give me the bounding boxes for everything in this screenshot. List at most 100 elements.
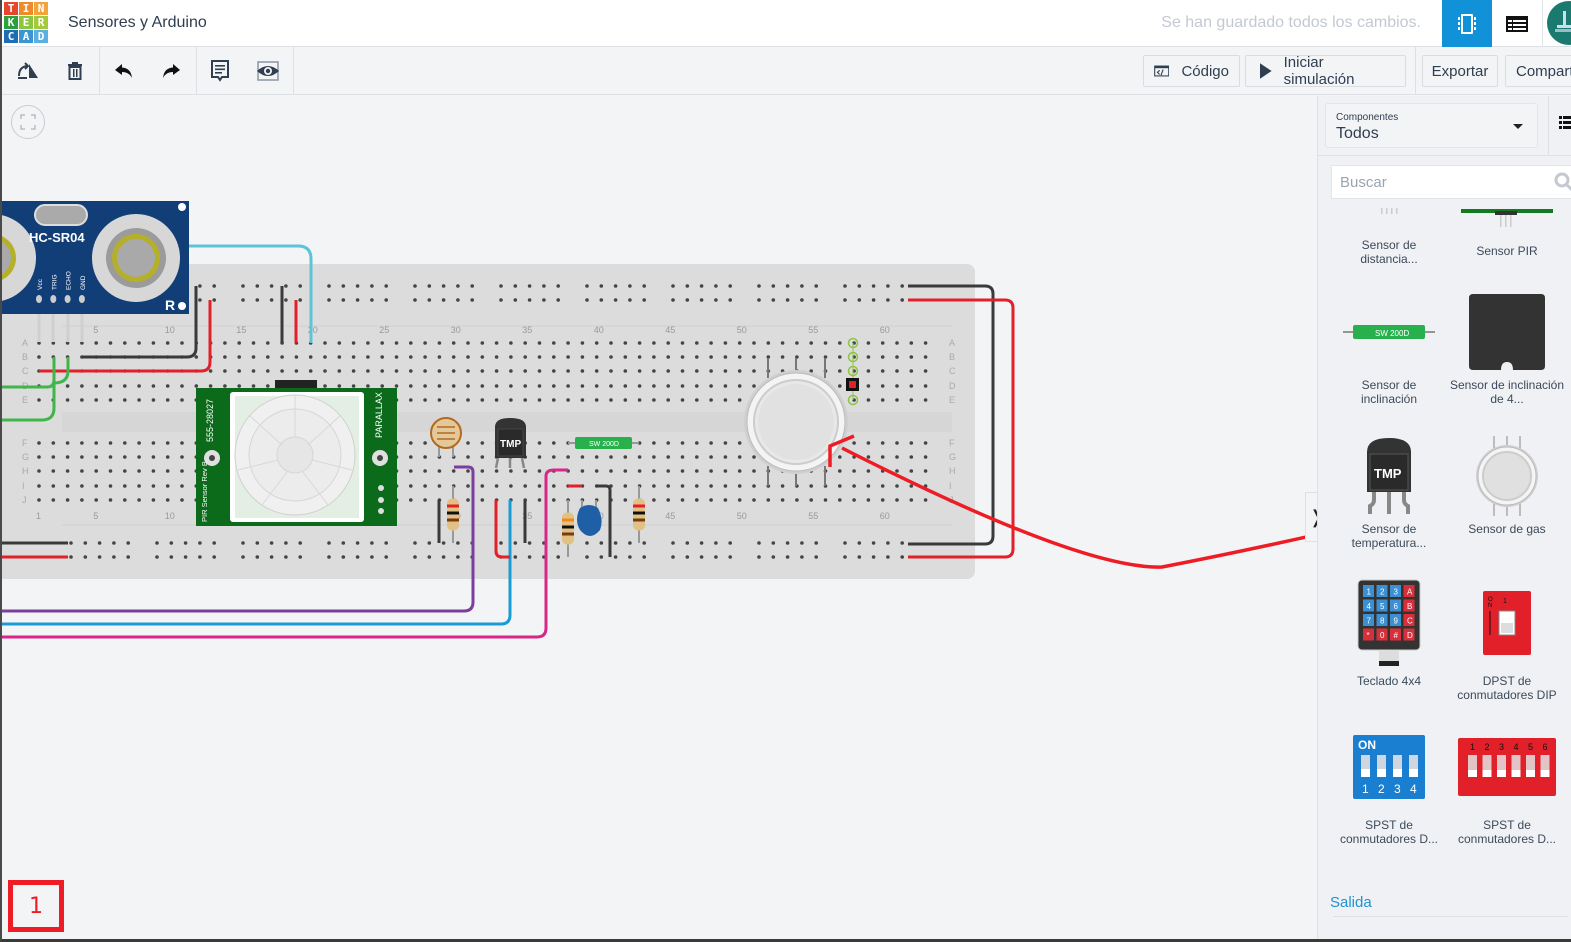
breadboard-hole: [909, 384, 914, 388]
code-button[interactable]: Código: [1143, 55, 1240, 87]
user-avatar[interactable]: [1547, 1, 1571, 45]
panel-divider: [1318, 155, 1571, 156]
row-label: C: [949, 366, 956, 376]
component-item[interactable]: SW 200D Sensor de inclinación: [1330, 292, 1448, 406]
breadboard-hole: [580, 355, 585, 359]
resistor[interactable]: [633, 486, 645, 543]
breadboard-hole: [151, 455, 156, 459]
rail-hole: [499, 298, 503, 302]
notes-button[interactable]: [206, 57, 234, 85]
keypad-key: [1390, 628, 1401, 641]
wire-green-2[interactable]: [2, 357, 56, 422]
breadboard-hole: [394, 355, 399, 359]
wire-magenta[interactable]: [2, 468, 568, 639]
rotate-button[interactable]: [14, 57, 42, 85]
rail-hole: [628, 541, 632, 545]
breadboard-hole: [909, 455, 914, 459]
rail-hole: [298, 555, 303, 559]
breadboard-hole: [351, 355, 356, 359]
breadboard-hole: [923, 355, 928, 359]
rail-hole: [599, 298, 604, 302]
component-item[interactable]: Sensor de inclinación de 4...: [1448, 292, 1566, 406]
search-icon[interactable]: [1554, 172, 1571, 197]
component-item[interactable]: TMP Sensor de temperatura...: [1330, 436, 1448, 550]
breadboard-hole: [866, 469, 871, 473]
wire-cyan-pir[interactable]: [188, 244, 313, 343]
row-label: H: [22, 466, 29, 476]
breadboard-hole: [594, 355, 599, 359]
breadboard-hole: [737, 498, 742, 502]
component-item[interactable]: Sensor PIR: [1448, 200, 1566, 258]
component-name: Sensor PIR: [1476, 244, 1538, 258]
wire-red-power-loop[interactable]: [908, 298, 1015, 559]
component-search-input[interactable]: Buscar: [1331, 165, 1571, 199]
breadboard-hole: [723, 498, 728, 502]
circuit-canvas[interactable]: 1551010151520202525303035354040454550505…: [2, 96, 1317, 939]
rail-hole: [355, 284, 360, 288]
column-label: 20: [308, 325, 318, 335]
start-simulation-button[interactable]: Iniciar simulación: [1245, 54, 1406, 88]
photoresistor[interactable]: [430, 417, 462, 457]
rail-hole: [456, 555, 460, 559]
delete-button[interactable]: [61, 57, 89, 85]
breadboard-hole: [351, 384, 356, 388]
wire-purple[interactable]: [2, 465, 475, 613]
pir-sensor[interactable]: 555-28027 PIR Sensor Rev B PARALLAX: [196, 380, 397, 526]
list-view-toggle[interactable]: [1559, 116, 1571, 135]
wire-red-jumper[interactable]: [494, 500, 510, 559]
rail-hole: [169, 555, 174, 559]
redo-button[interactable]: [157, 57, 185, 85]
row-label: G: [949, 452, 956, 462]
rail-hole: [69, 541, 73, 545]
rail-hole: [456, 284, 460, 288]
breadboard-hole: [80, 341, 84, 345]
resistor[interactable]: [562, 500, 574, 557]
wire-red-ultrasonic[interactable]: [39, 300, 212, 373]
wire-black-short[interactable]: [596, 484, 612, 557]
rail-hole: [814, 298, 818, 302]
schematic-view-button[interactable]: [1492, 0, 1542, 47]
wire-green-3[interactable]: [53, 357, 70, 385]
zoom-to-fit-button[interactable]: [11, 105, 45, 139]
export-button[interactable]: Exportar: [1422, 55, 1498, 87]
breadboard-hole: [480, 398, 485, 402]
rail-hole: [628, 284, 632, 288]
rail-hole: [556, 541, 560, 545]
wire-black-ground-loop[interactable]: [908, 284, 995, 546]
rail-hole: [728, 541, 732, 545]
rail-hole: [470, 298, 475, 302]
undo-button[interactable]: [110, 57, 138, 85]
project-title[interactable]: Sensores y Arduino: [68, 14, 207, 31]
rail-hole: [255, 541, 260, 545]
logo-letter: C: [4, 30, 18, 43]
breadboard-hole: [380, 341, 385, 345]
gas-sensor-on-board[interactable]: [744, 358, 848, 486]
visibility-button[interactable]: [254, 57, 282, 85]
breadboard-hole: [623, 384, 628, 388]
breadboard-hole: [80, 484, 84, 488]
breadboard-hole: [65, 484, 70, 488]
component-item[interactable]: Sensor de distancia...: [1330, 200, 1448, 266]
resistor[interactable]: [447, 486, 459, 543]
breadboard-hole: [809, 484, 813, 488]
column-label: 25: [379, 325, 389, 335]
tilt-sensor[interactable]: SW 200D: [568, 437, 639, 449]
components-category-dropdown[interactable]: Componentes Todos: [1325, 103, 1538, 148]
temperature-sensor-tmp36[interactable]: TMP: [494, 418, 526, 469]
breadboard-hole: [623, 469, 628, 473]
rail-hole: [527, 541, 532, 545]
component-item[interactable]: Sensor de gas: [1448, 436, 1566, 536]
circuit-view-button[interactable]: [1442, 0, 1492, 47]
capacitor[interactable]: [577, 500, 602, 536]
share-button[interactable]: Compartir: [1505, 55, 1571, 87]
section-output-title[interactable]: Salida: [1330, 894, 1372, 911]
svg-text:1: 1: [1362, 782, 1369, 796]
wire-blue[interactable]: [2, 500, 512, 626]
wire-black-ultrasonic[interactable]: [82, 286, 198, 359]
